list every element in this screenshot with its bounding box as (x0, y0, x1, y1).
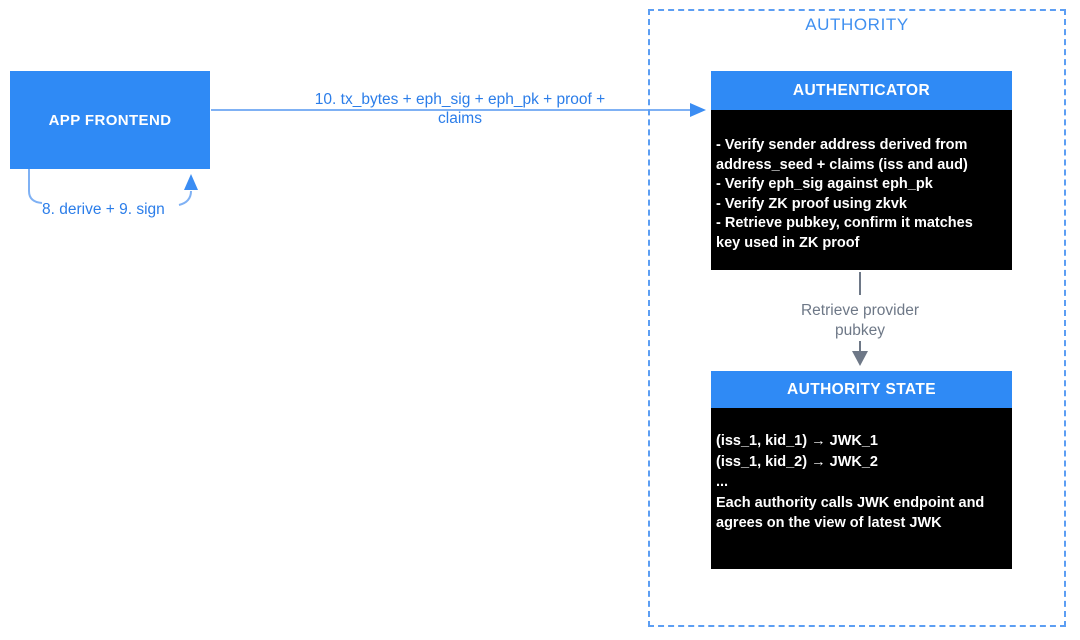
authority-state-node: AUTHORITY STATE (iss_1, kid_1) → JWK_1 (… (711, 371, 1012, 569)
app-frontend-label: APP FRONTEND (48, 111, 172, 129)
authority-state-title: AUTHORITY STATE (711, 371, 1012, 408)
authenticator-node: AUTHENTICATOR - Verify sender address de… (711, 71, 1012, 270)
authority-group-label: AUTHORITY (805, 15, 909, 34)
edge-label-tx-bytes: 10. tx_bytes + eph_sig + eph_pk + proof … (314, 91, 606, 127)
edge-label-derive-sign: 8. derive + 9. sign (42, 201, 165, 218)
up-arrowhead-icon (184, 174, 198, 190)
edge-label-retrieve-pubkey: Retrieve provider pubkey (800, 302, 920, 339)
authenticator-title: AUTHENTICATOR (711, 71, 1012, 110)
authority-state-body: (iss_1, kid_1) → JWK_1 (iss_1, kid_2) → … (711, 408, 1012, 569)
authority-group-container (648, 9, 1066, 627)
app-frontend-node: APP FRONTEND (10, 71, 210, 169)
authenticator-body: - Verify sender address derived from add… (711, 110, 1012, 270)
